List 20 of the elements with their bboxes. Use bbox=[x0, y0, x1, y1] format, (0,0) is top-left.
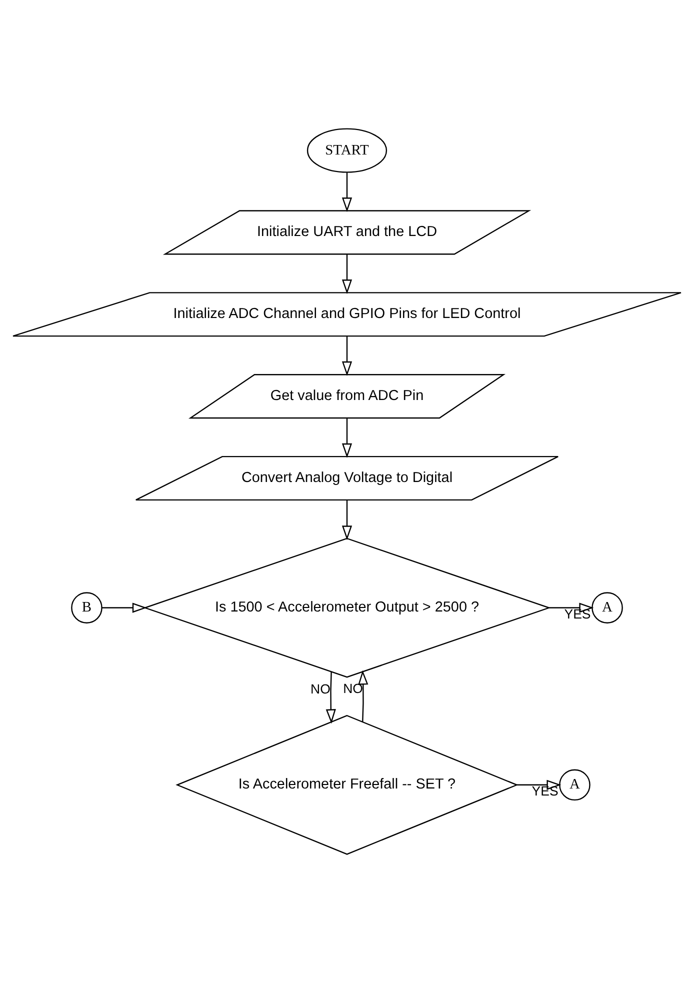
arrow bbox=[342, 254, 352, 294]
node-ellipse: START bbox=[306, 128, 388, 172]
edge-label: NO bbox=[310, 680, 330, 696]
arrow bbox=[358, 670, 368, 722]
arrow bbox=[342, 172, 352, 212]
edge-label: YES bbox=[564, 606, 591, 621]
node-diamond: Is 1500 < Accelerometer Output > 2500 ? bbox=[143, 537, 551, 678]
edge-label: NO bbox=[343, 680, 363, 696]
edge-label: YES bbox=[532, 783, 558, 798]
node-circle: A bbox=[559, 768, 590, 800]
arrow bbox=[342, 500, 352, 540]
arrow bbox=[326, 672, 336, 724]
arrow bbox=[342, 336, 352, 376]
arrow bbox=[549, 602, 594, 612]
node-circle: A bbox=[592, 592, 623, 623]
node-circle: B bbox=[71, 592, 102, 623]
arrow bbox=[102, 602, 147, 612]
node-diamond: Is Accelerometer Freefall -- SET ? bbox=[176, 714, 518, 854]
arrow bbox=[342, 418, 352, 458]
arrow bbox=[516, 779, 562, 790]
